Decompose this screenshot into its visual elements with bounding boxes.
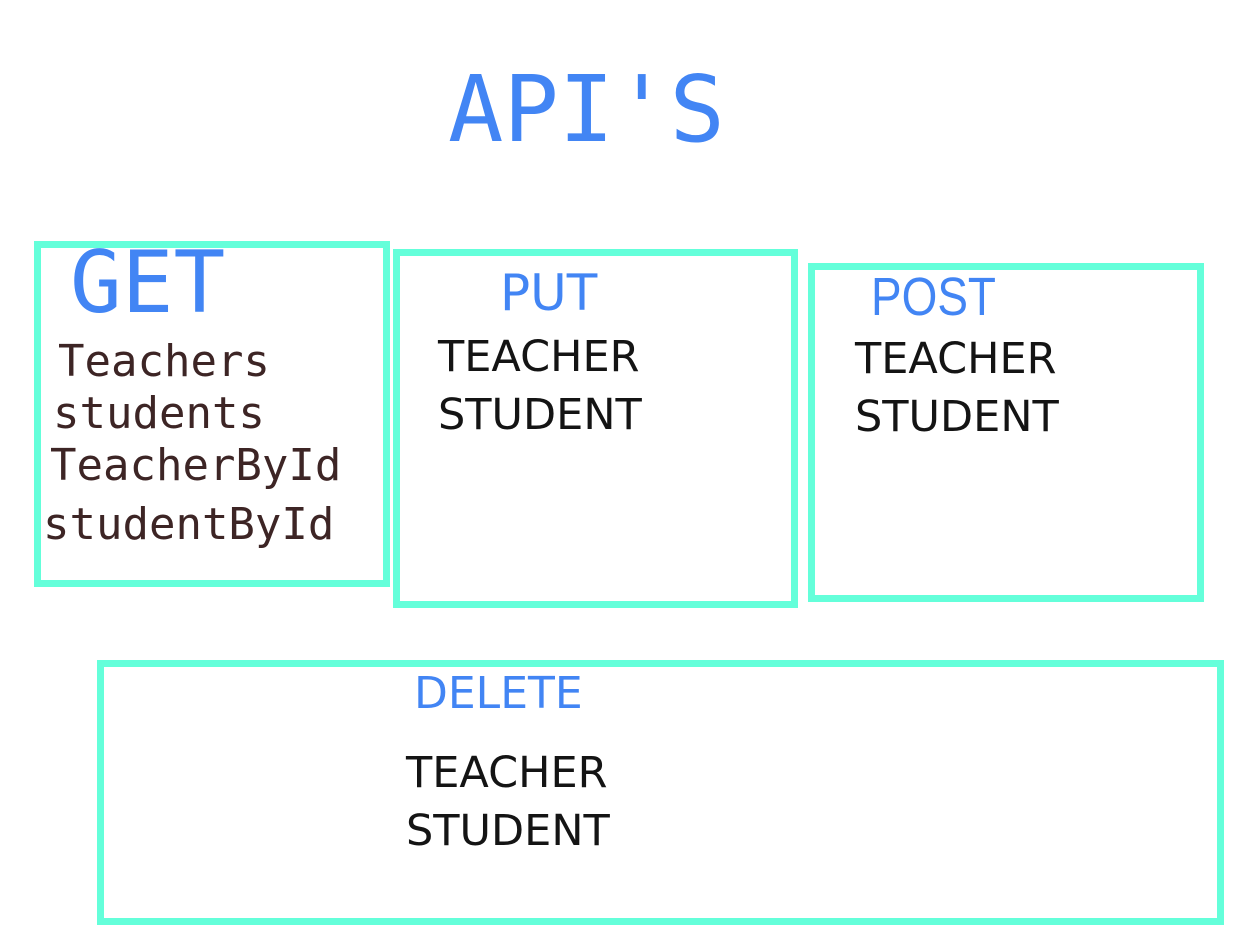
get-item-students: students: [53, 388, 265, 439]
post-box: [808, 263, 1204, 602]
delete-item-teacher: TEACHER: [406, 748, 608, 798]
put-item-teacher: TEACHER: [438, 332, 640, 382]
page-title: API'S: [448, 56, 725, 163]
delete-box: [97, 660, 1224, 925]
post-item-teacher: TEACHER: [855, 334, 1057, 384]
put-item-student: STUDENT: [438, 390, 642, 440]
put-heading: PUT: [500, 264, 598, 322]
post-heading: POST: [871, 267, 996, 327]
delete-heading: DELETE: [414, 668, 583, 719]
get-item-student-by-id: studentById: [43, 499, 335, 550]
get-item-teacher-by-id: TeacherById: [50, 440, 342, 491]
put-box: [393, 249, 798, 608]
get-box: [34, 241, 390, 587]
get-heading: GET: [70, 233, 226, 333]
delete-item-student: STUDENT: [406, 806, 610, 856]
get-item-teachers: Teachers: [58, 336, 270, 387]
post-item-student: STUDENT: [855, 392, 1059, 442]
